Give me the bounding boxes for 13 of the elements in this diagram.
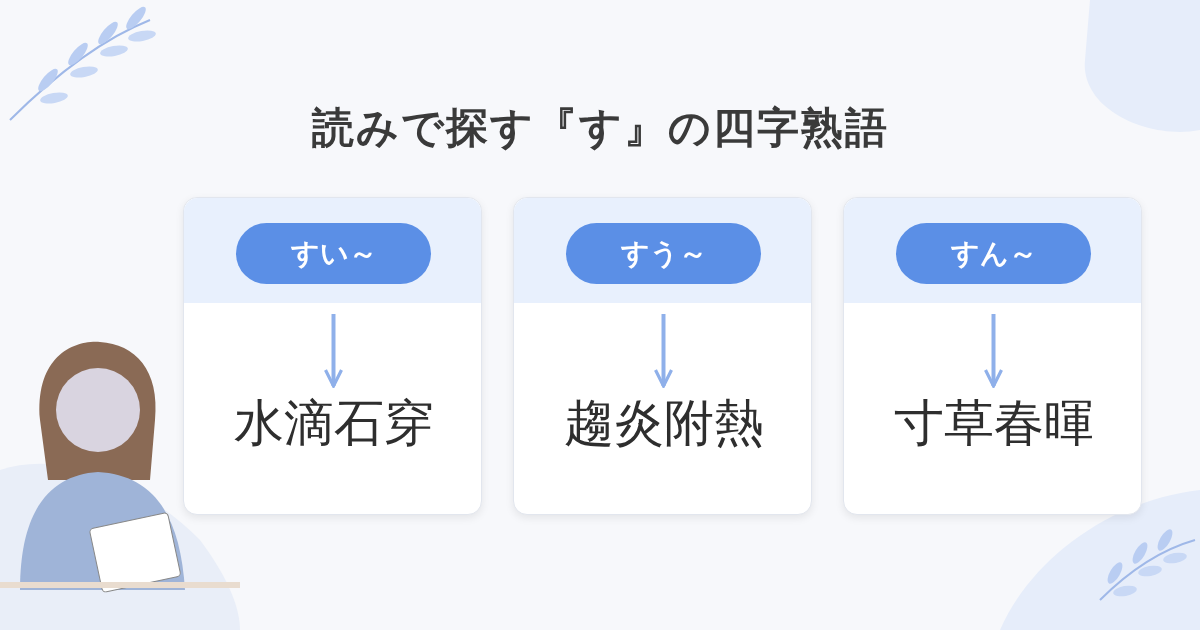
reading-pill: すん～ (896, 223, 1091, 284)
idiom-text: 寸草春暉 (854, 378, 1133, 468)
card (843, 197, 1142, 515)
title: 読みで探す『す』の四字熟語 (310, 102, 890, 154)
reading-pill: すい～ (236, 223, 431, 284)
card (513, 197, 812, 515)
idiom-text: 水滴石穿 (194, 378, 473, 468)
card (183, 197, 482, 515)
arrow (983, 314, 1004, 388)
arrow (653, 314, 674, 388)
reading-pill: すう～ (566, 223, 761, 284)
idiom-text: 趨炎附熱 (524, 378, 803, 468)
arrow (323, 314, 344, 388)
